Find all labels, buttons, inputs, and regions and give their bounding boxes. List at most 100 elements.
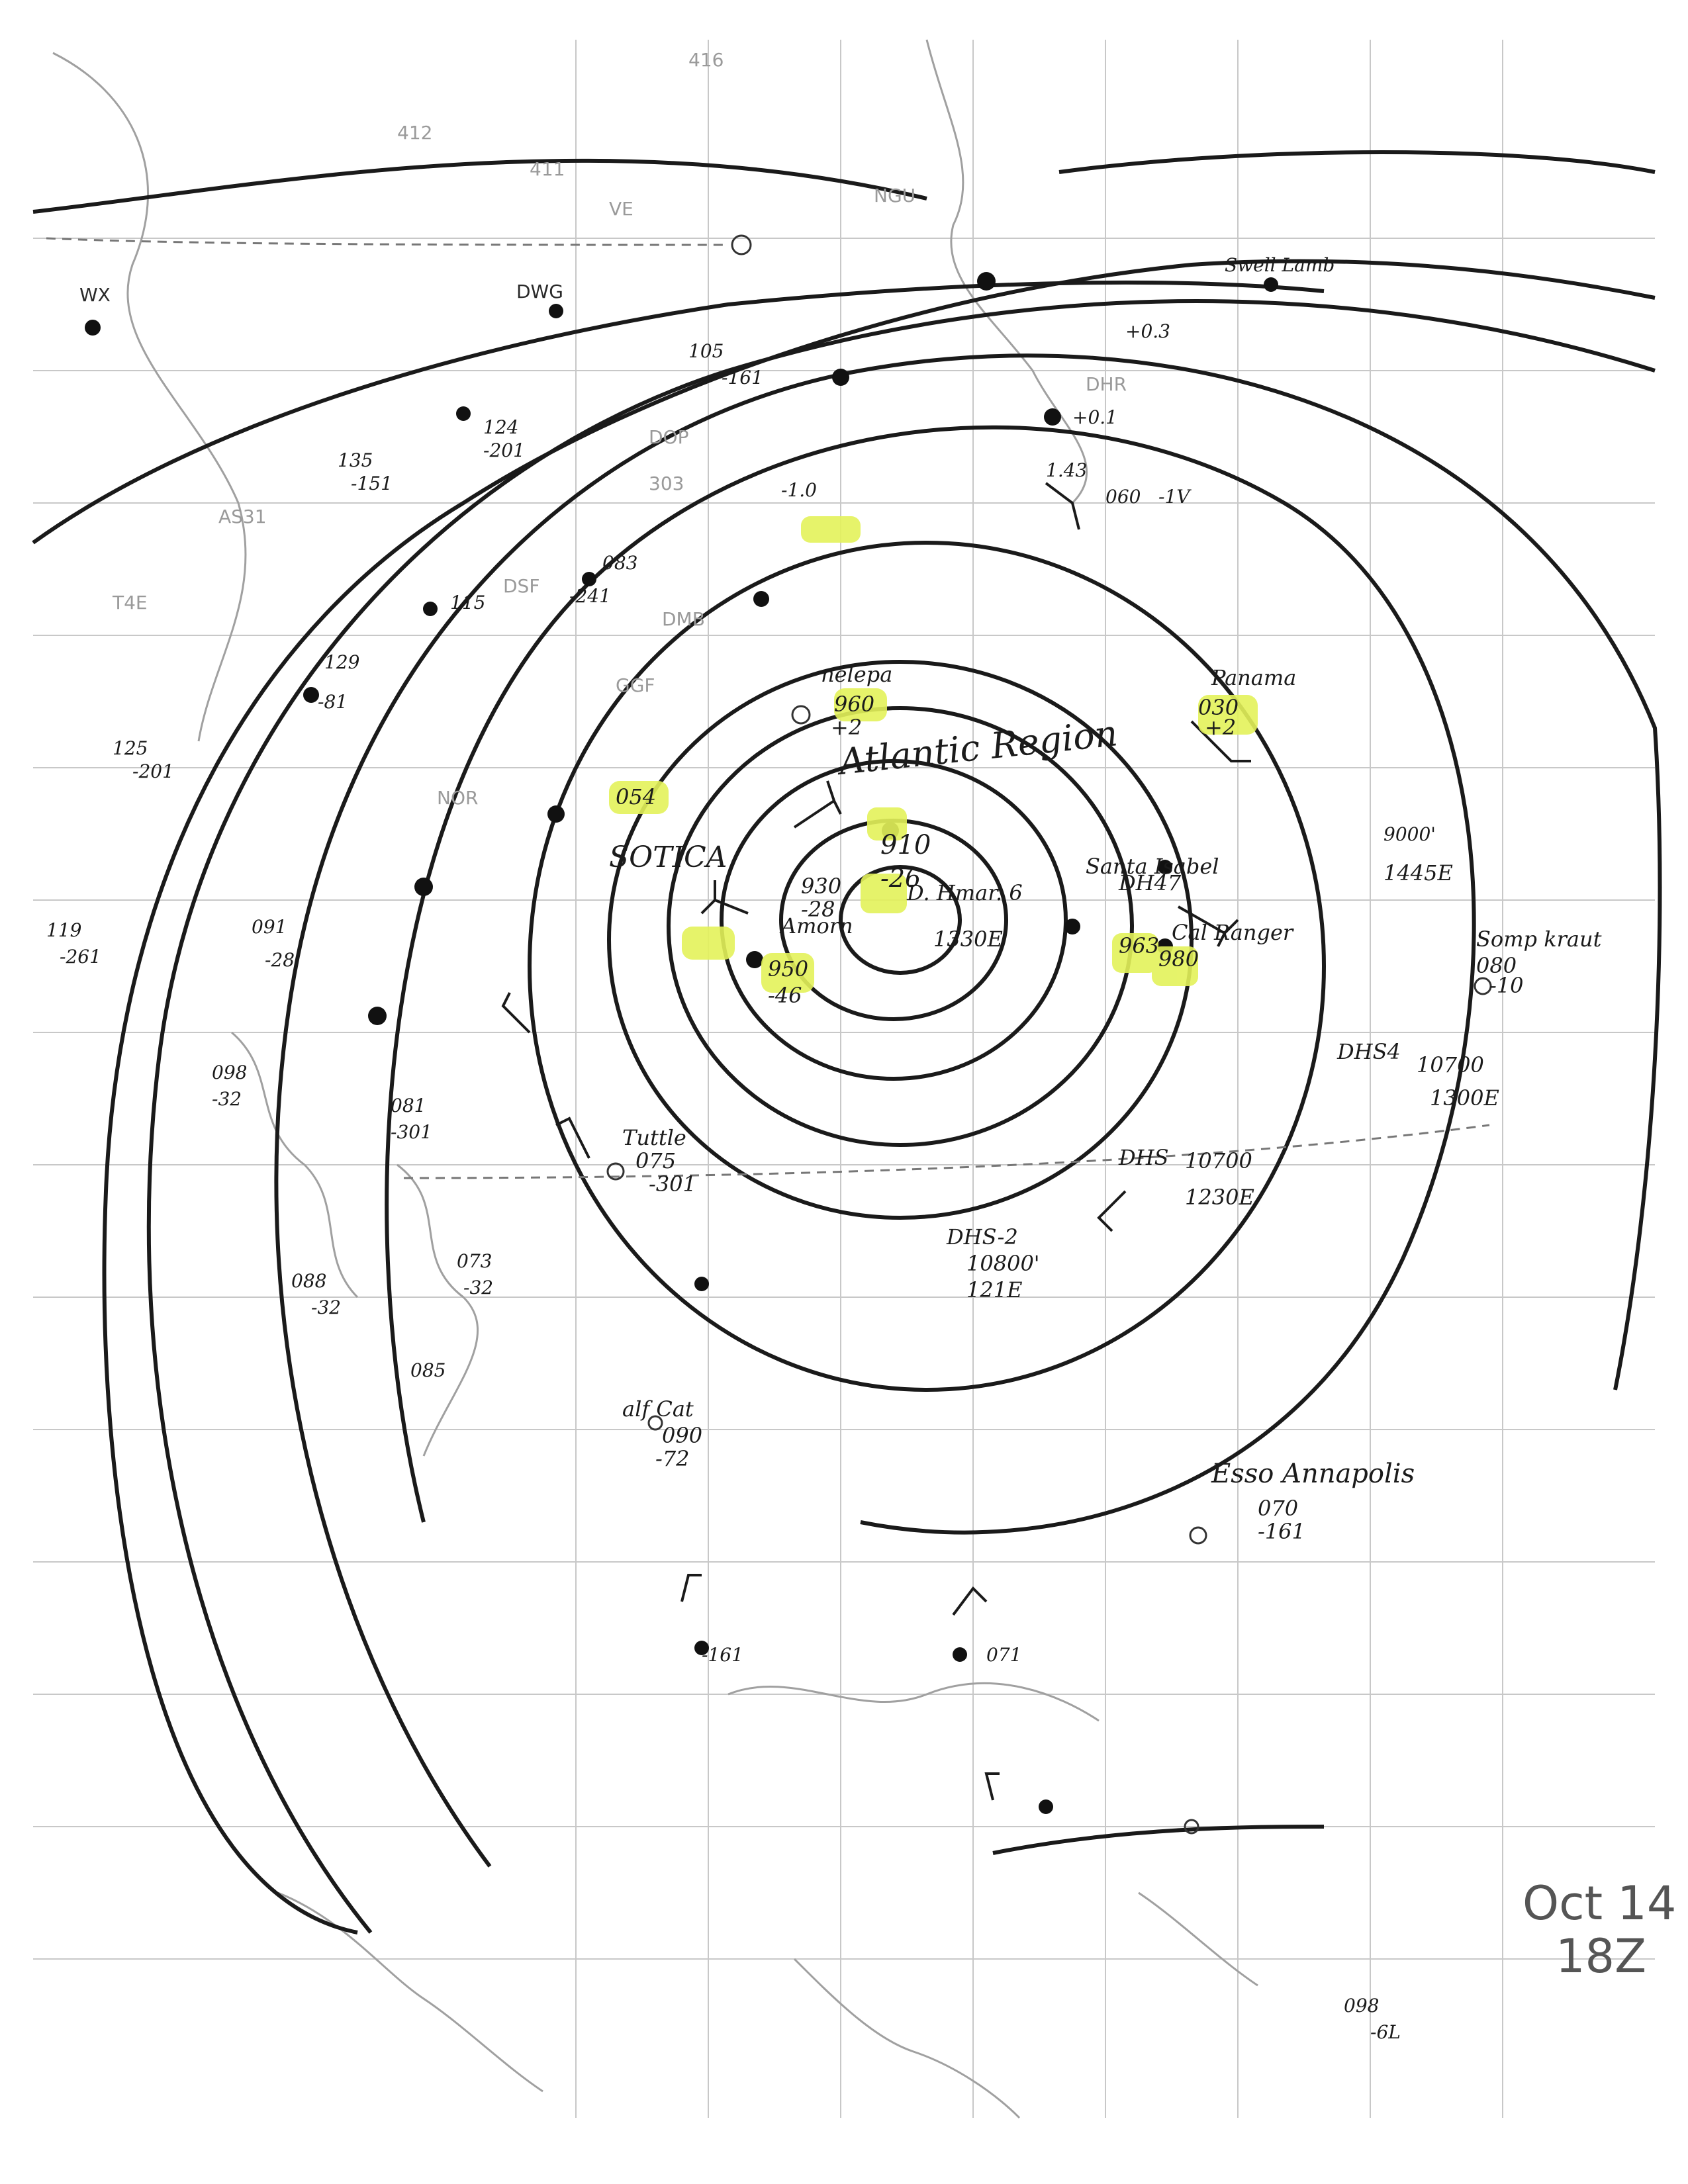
ship-name: DHS-2 (946, 1224, 1018, 1250)
isobar-7 (385, 425, 1476, 1535)
station-number: -261 (60, 946, 101, 968)
fronts (46, 237, 1490, 1179)
ship-value: 960 (834, 692, 874, 717)
ship-tend: 1230E (1185, 1185, 1254, 1210)
station-dot (694, 1641, 709, 1655)
ship-tend: -46 (768, 983, 802, 1008)
ship-value: 963 (1119, 933, 1159, 958)
ship-value: 980 (1158, 946, 1199, 972)
ship-name: Amorn (779, 913, 853, 938)
station-number: 088 (291, 1270, 326, 1292)
ship-labels: nelepa 960 +2 Panama 030 +2 Somp kraut 0… (609, 254, 1602, 1544)
station-dot (694, 1277, 709, 1291)
station-number: 119 (46, 919, 81, 941)
ship-name: Esso Annapolis (1211, 1459, 1415, 1489)
ship-tend: 1300E (1430, 1085, 1499, 1111)
coastlines (52, 39, 1258, 2119)
ship-name: DHS4 (1336, 1039, 1401, 1064)
ship-tend: -10 (1489, 973, 1524, 998)
ship-name: Tuttle (622, 1125, 686, 1150)
ship-value: 070 (1258, 1496, 1298, 1521)
station-ring (647, 1415, 663, 1431)
station-dot (582, 572, 596, 586)
ship-value: 1330E (933, 927, 1003, 952)
station-number: -241 (569, 585, 611, 607)
station-label: DSF (503, 575, 539, 597)
station-dot (953, 1647, 967, 1662)
station-dot (303, 687, 319, 703)
isobar-1 (839, 865, 962, 975)
station-label: DHR (1086, 373, 1127, 395)
station-label: NGU (874, 185, 915, 206)
isobar-8 (274, 353, 1662, 1868)
station-number: 124 (483, 416, 518, 438)
center-obs-value: 930 (801, 874, 841, 899)
isobar-5 (607, 660, 1194, 1220)
station-dot (1064, 919, 1080, 934)
ship-tend: +2 (1205, 715, 1236, 740)
center-label: Atlantic Region (834, 712, 1119, 783)
ship-value: 10700 (1417, 1052, 1484, 1077)
ship-name: SOTICA (609, 841, 727, 874)
station-number: -201 (132, 760, 174, 782)
ship-tend: +2 (831, 715, 862, 740)
isobar-12 (32, 158, 927, 214)
station-dot (1264, 277, 1278, 292)
station-number: 083 (602, 552, 637, 574)
station-label: AS31 (218, 506, 267, 527)
station-number: 073 (457, 1250, 492, 1272)
station-number: -6L (1370, 2021, 1401, 2043)
station-ring (606, 1162, 625, 1181)
station-number: -161 (702, 1644, 743, 1666)
station-label: 411 (530, 158, 565, 180)
station-label: NOR (437, 787, 478, 809)
date-label: Oct 14 (1523, 1876, 1676, 1931)
station-dot (547, 805, 565, 823)
station-dot (414, 878, 433, 896)
ship-name: 1445E (1383, 860, 1453, 886)
station-label: T4E (112, 592, 148, 614)
station-number: +0.3 (1125, 320, 1170, 342)
ship-tend: -72 (655, 1446, 690, 1471)
station-dot (1039, 1799, 1053, 1814)
isobar-10 (102, 259, 1656, 1934)
station-label: DWG (516, 281, 563, 302)
ship-name: Swell Lamb (1225, 254, 1335, 276)
station-number: -32 (463, 1277, 493, 1298)
ship-value: 054 (616, 784, 656, 809)
station-dot (746, 951, 763, 968)
open-station-markers (606, 234, 1492, 1835)
ship-tend: -161 (1258, 1519, 1305, 1544)
station-dot (1044, 408, 1061, 426)
station-number: -32 (311, 1297, 341, 1318)
station-number: 060 (1105, 486, 1141, 508)
time-label: 18Z (1556, 1929, 1646, 1983)
ship-tend: -301 (649, 1171, 696, 1197)
center-obs-tend: -28 (801, 897, 835, 922)
station-label: DOP (649, 426, 688, 448)
station-number: -32 (212, 1088, 242, 1110)
station-number: 098 (212, 1062, 247, 1083)
station-dot (423, 602, 438, 616)
station-number: +0.1 (1072, 406, 1117, 428)
station-number: 098 (1344, 1995, 1379, 2017)
station-number: 081 (391, 1095, 426, 1116)
station-numbers: 105 -161 124 -201 135 -151 115 083 -241 … (46, 320, 1401, 2043)
station-number: -1V (1158, 486, 1192, 508)
center-pressure-tend: -26 (880, 864, 921, 893)
station-number: 135 (338, 449, 373, 471)
ship-value: 9000' (1383, 823, 1436, 845)
ship-value: 10800' (966, 1251, 1040, 1276)
station-number: 085 (410, 1359, 445, 1381)
station-number: 1.43 (1046, 459, 1087, 481)
station-label: 412 (397, 122, 432, 144)
wind-barbs (501, 482, 1251, 1801)
ship-name: Somp kraut (1476, 927, 1602, 952)
station-dot (456, 406, 471, 421)
highlights (609, 516, 1258, 993)
station-dot (368, 1007, 387, 1025)
station-ring (731, 234, 752, 255)
grid-lines (33, 40, 1655, 2118)
station-dot (549, 304, 563, 318)
